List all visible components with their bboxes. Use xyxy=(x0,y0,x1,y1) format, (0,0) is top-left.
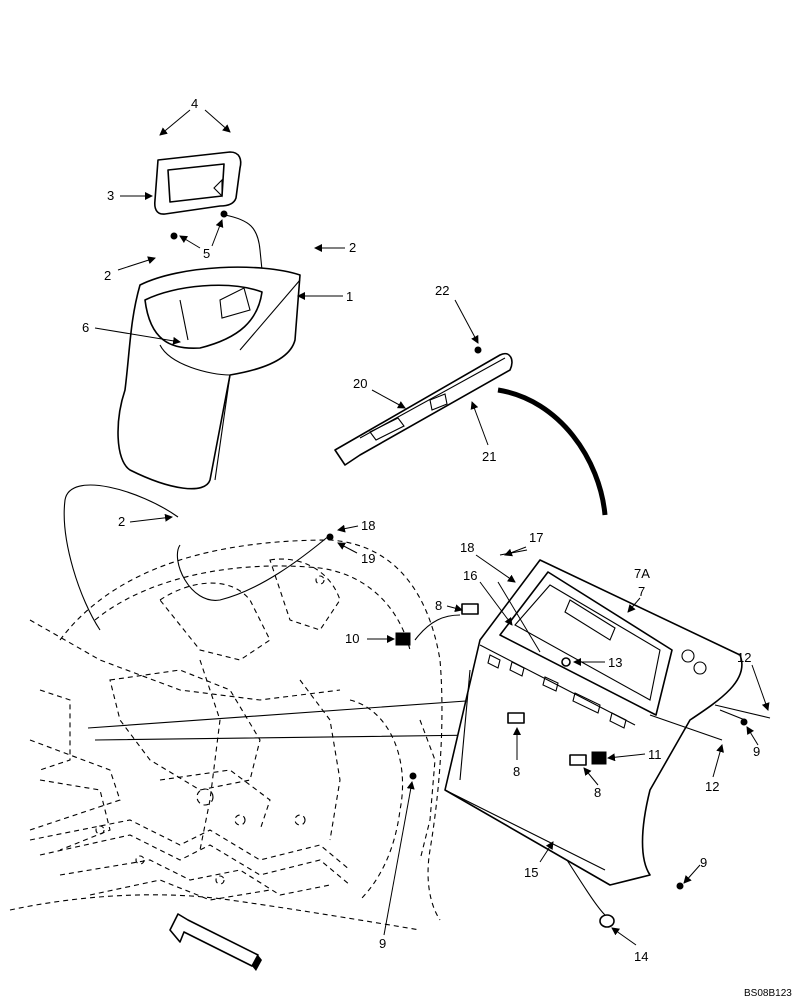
washer-5b xyxy=(220,210,228,218)
callout-18: 18 xyxy=(361,518,375,533)
callout-2: 2 xyxy=(118,514,125,529)
callout-9: 9 xyxy=(379,936,386,951)
pad-8b xyxy=(507,712,525,724)
callout-8: 8 xyxy=(513,764,520,779)
machine-frame-outline xyxy=(9,539,443,931)
hardware xyxy=(170,210,748,928)
callout-8: 8 xyxy=(435,598,442,613)
callout-2: 2 xyxy=(349,240,356,255)
callout-1: 1 xyxy=(346,289,353,304)
callout-21: 21 xyxy=(482,449,496,464)
callout-4: 4 xyxy=(191,96,198,111)
plug-13 xyxy=(561,657,571,667)
screw-9a xyxy=(740,718,748,726)
trim-strip-part-20 xyxy=(334,346,513,466)
switch-11 xyxy=(591,751,607,765)
washer-5a xyxy=(170,232,178,240)
drawing-reference: BS08B123 xyxy=(744,988,792,999)
leader-lines xyxy=(94,109,771,946)
pad-8a xyxy=(461,603,479,615)
screw-9c xyxy=(409,772,417,780)
nut-18 xyxy=(326,533,334,541)
pad-8c xyxy=(569,754,587,766)
callout-22: 22 xyxy=(435,283,449,298)
callout-7A: 7A xyxy=(634,566,650,581)
callout-15: 15 xyxy=(524,865,538,880)
switch-10 xyxy=(395,632,411,646)
callout-labels: 4 3 5 2 2 1 6 2 22 20 21 18 19 17 18 16 … xyxy=(82,96,792,999)
side-console-part-7 xyxy=(444,559,743,886)
callout-2: 2 xyxy=(104,268,111,283)
callout-20: 20 xyxy=(353,376,367,391)
callout-11: 11 xyxy=(648,747,662,762)
front-direction-arrow xyxy=(169,913,262,971)
console-housing-part-1 xyxy=(117,266,301,490)
callout-9: 9 xyxy=(700,855,707,870)
cap-14 xyxy=(599,914,615,928)
callout-19: 19 xyxy=(361,551,375,566)
screw-9b xyxy=(676,882,684,890)
callout-5: 5 xyxy=(203,246,210,261)
callout-8: 8 xyxy=(594,785,601,800)
callout-16: 16 xyxy=(463,568,477,583)
callout-13: 13 xyxy=(608,655,622,670)
callout-12: 12 xyxy=(737,650,751,665)
callout-6: 6 xyxy=(82,320,89,335)
callout-17: 17 xyxy=(529,530,543,545)
callout-3: 3 xyxy=(107,188,114,203)
callout-14: 14 xyxy=(634,949,648,964)
callout-10: 10 xyxy=(345,631,359,646)
callout-12: 12 xyxy=(705,779,719,794)
callout-7: 7 xyxy=(638,584,645,599)
callout-18: 18 xyxy=(460,540,474,555)
callout-9: 9 xyxy=(753,744,760,759)
cover-part-3 xyxy=(153,151,242,215)
